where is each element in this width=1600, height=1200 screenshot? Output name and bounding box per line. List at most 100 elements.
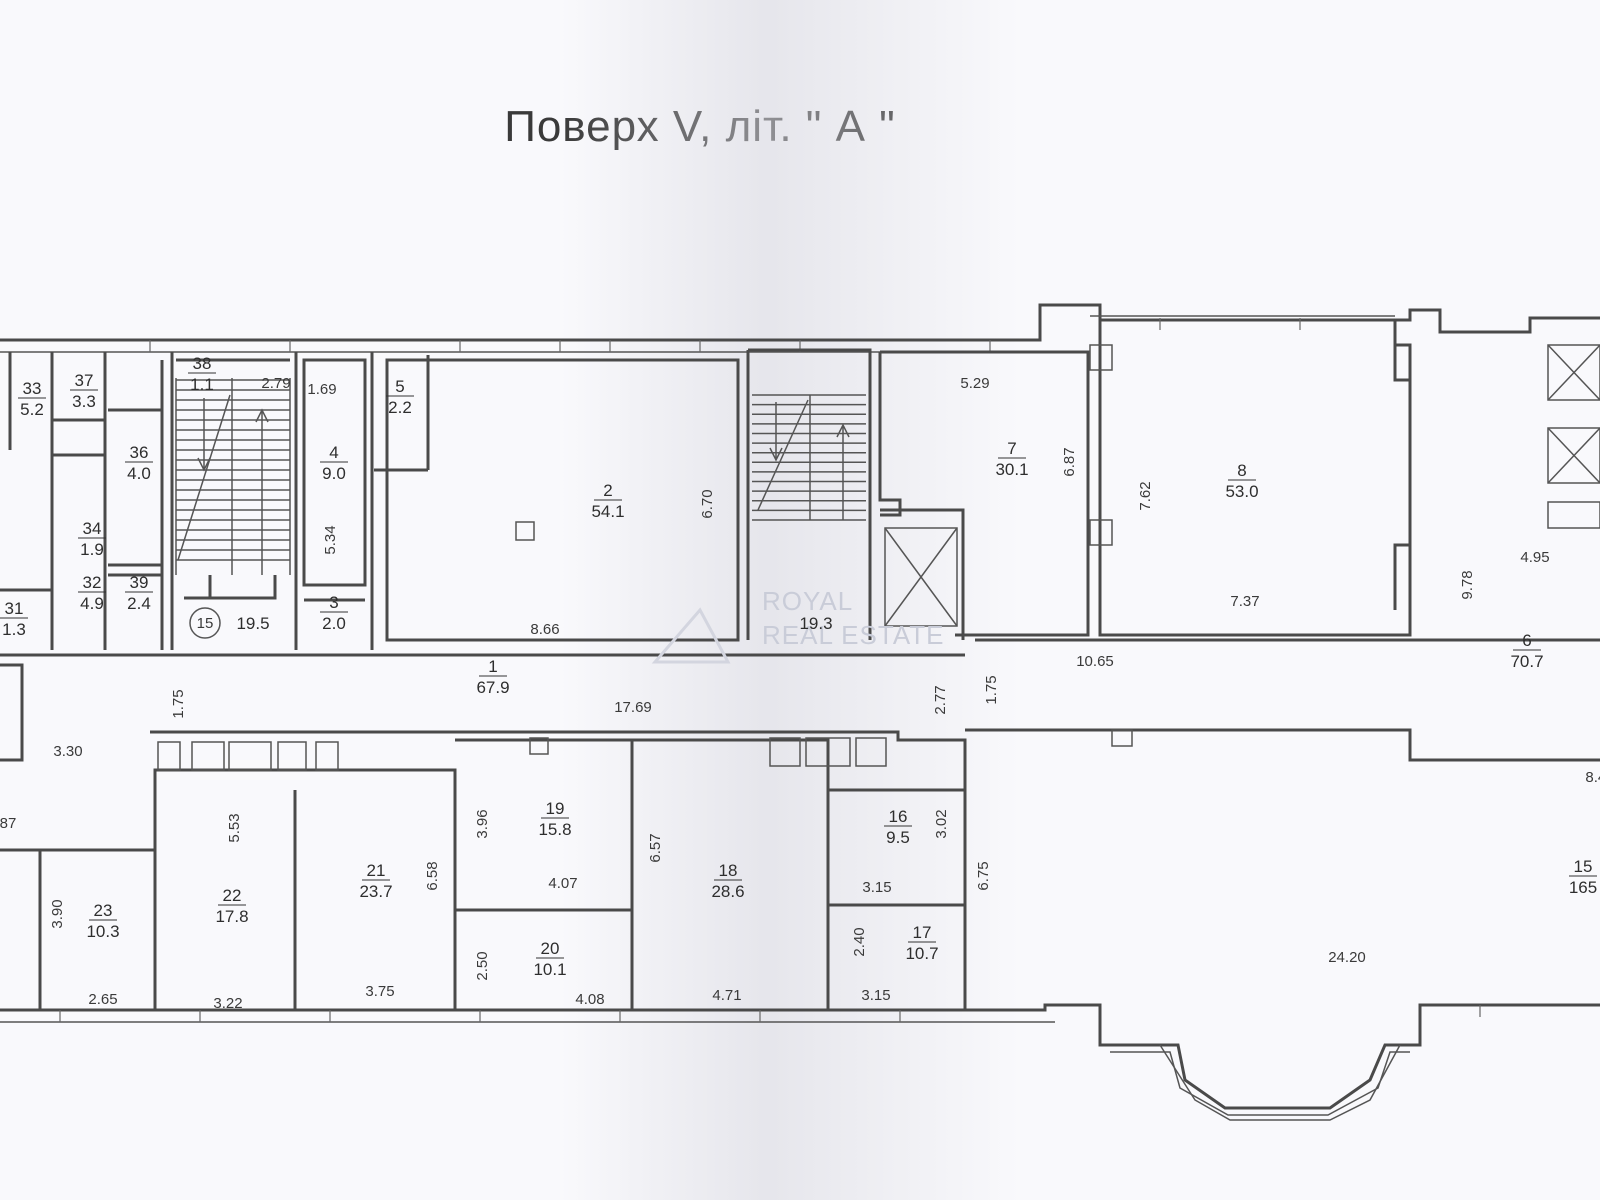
room-area: 30.1 [995,460,1028,479]
dimension-label: 6.87 [1061,447,1078,476]
room-area: 1.9 [80,540,104,559]
room-number: 36 [130,443,149,462]
room-area: 53.0 [1225,482,1258,501]
room-area: 2.4 [127,594,151,613]
room-area: 19.5 [236,614,269,633]
dimension-label: 6.70 [699,489,716,518]
room-area: 9.5 [886,828,910,847]
room-area: 4.9 [80,594,104,613]
dimension-label: 4.71 [712,987,741,1004]
dimension-label: 4.95 [1520,549,1549,566]
room-number: 39 [130,573,149,592]
dimension-label: 8.45 [1585,769,1600,786]
room-number: 1 [488,657,497,676]
dimension-label: 5.34 [322,525,339,554]
diamond-logo-icon [651,607,731,664]
room-area: 10.1 [533,960,566,979]
room-area: 5.2 [20,400,44,419]
dimension-label: 7.62 [1137,481,1154,510]
room-number: 7 [1007,439,1016,458]
dimension-label: 17.69 [614,699,652,716]
room-number: 23 [94,901,113,920]
room-number: 21 [367,861,386,880]
room-number: 19 [546,799,565,818]
dimension-label: 24.20 [1328,949,1366,966]
dimension-label: 3.75 [365,983,394,1000]
room-number: 5 [395,377,404,396]
dimension-label: 3.96 [474,809,491,838]
dimension-label: 7.37 [1230,593,1259,610]
dimension-label: 4.08 [575,991,604,1008]
room-area: 2.2 [388,398,412,417]
room-area: 10.3 [86,922,119,941]
room-area: 54.1 [591,502,624,521]
dimension-label: 2.40 [851,927,868,956]
dimension-label: 2.79 [261,375,290,392]
stair-2 [752,394,866,521]
dimension-label: 9.78 [1459,570,1476,599]
dimension-labels: 2.79 1.69 5.34 6.70 8.66 5.29 6.87 7.62 7.37 9.78… [0,375,1600,1012]
dimension-label: 3.30 [53,743,82,760]
room-area: 9.0 [322,464,346,483]
room-number: 8 [1237,461,1246,480]
room-number: 33 [23,379,42,398]
room-number: 31 [5,599,24,618]
dimension-label: 1.75 [983,675,1000,704]
stair-15: 15 [175,378,291,639]
dimension-label: 5.53 [226,813,243,842]
dimension-label: 3.15 [861,987,890,1004]
room-number: 38 [193,354,212,373]
room-number: 2 [603,481,612,500]
dimension-label: 10.65 [1076,653,1114,670]
watermark: ROYAL REAL ESTATE [651,586,944,664]
room-area: 67.9 [476,678,509,697]
dimension-label: 1.75 [170,689,187,718]
room-area: 10.7 [905,944,938,963]
dimension-label: 6.58 [424,861,441,890]
room-number: 6 [1522,631,1531,650]
window-marks [59,318,1481,1022]
dimension-label: 8.66 [530,621,559,638]
dimension-label: 3.90 [49,899,66,928]
room-number: 17 [913,923,932,942]
dimension-label: 5.29 [960,375,989,392]
room-area: 165 [1569,878,1597,897]
interior-walls [0,320,1600,1010]
dimension-label: 6.75 [975,861,992,890]
dimension-label: 1.69 [307,381,336,398]
outer-walls [0,303,1600,1121]
watermark-line1: ROYAL [762,586,853,616]
room-number: 3 [329,593,338,612]
room-area: 15.8 [538,820,571,839]
dimension-label: 2.77 [932,685,949,714]
room-area: 4.0 [127,464,151,483]
room-area: 2.0 [322,614,346,633]
dimension-label: 3.22 [213,995,242,1012]
room-area: 17.8 [215,907,248,926]
room-number: 20 [541,939,560,958]
room-area: 3.3 [72,392,96,411]
dimension-label: 2.65 [88,991,117,1008]
room-area: 23.7 [359,882,392,901]
room-number: 32 [83,573,102,592]
dimension-label: 3.02 [933,809,950,838]
room-area: 28.6 [711,882,744,901]
dimension-label: 6.57 [647,833,664,862]
dimension-label: 2.50 [474,951,491,980]
room-number: 4 [329,443,338,462]
room-number: 15 [1574,857,1593,876]
dimension-label: 4.07 [548,875,577,892]
room-area: 1.3 [2,620,26,639]
watermark-line2: REAL ESTATE [762,620,944,650]
room-number: 16 [889,807,908,826]
room-number: 37 [75,371,94,390]
room-number: 18 [719,861,738,880]
room-area: 19.3 [799,614,832,633]
room-number: 22 [223,886,242,905]
dimension-label: 3.15 [862,879,891,896]
room-area: 1.1 [190,375,214,394]
room-number: 34 [83,519,102,538]
stair-number: 15 [197,615,214,632]
dimension-label: 87 [0,815,16,832]
